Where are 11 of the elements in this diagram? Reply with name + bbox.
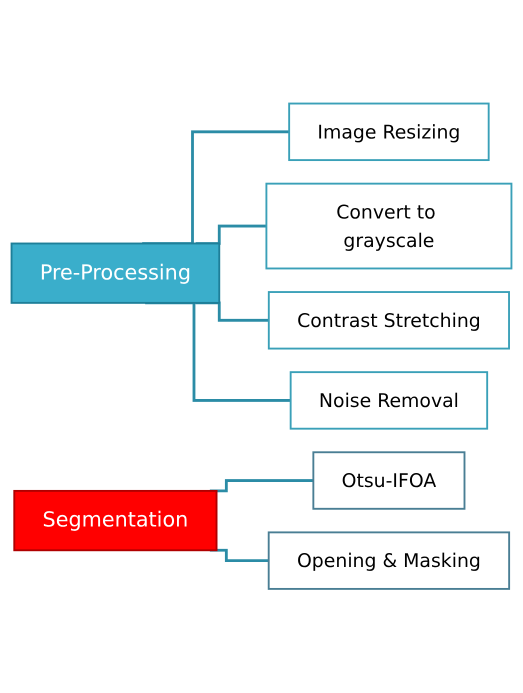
node-box: Pre-Processing: [10, 242, 220, 304]
connector: [142, 130, 290, 246]
node-box: Contrast Stretching: [268, 291, 510, 350]
node-box: Segmentation: [13, 490, 218, 552]
node-box: Image Resizing: [288, 102, 490, 162]
node-box: Noise Removal: [290, 371, 488, 430]
node-box: Convert to grayscale: [265, 182, 512, 270]
connector: [210, 479, 314, 493]
node-box: Otsu-IFOA: [312, 452, 466, 510]
connector: [196, 224, 266, 246]
node-box: Opening & Masking: [268, 532, 510, 590]
